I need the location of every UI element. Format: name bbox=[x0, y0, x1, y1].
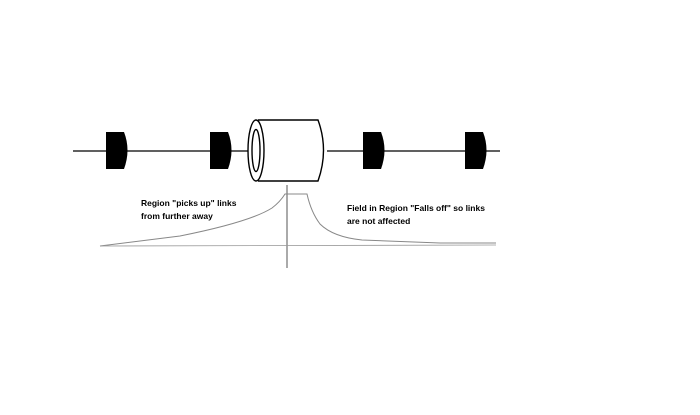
field-baseline bbox=[99, 244, 497, 247]
left-annotation-line-2: from further away bbox=[141, 211, 213, 221]
chain-link-block-1 bbox=[106, 132, 128, 169]
chain-link-block-3 bbox=[363, 132, 385, 169]
chain-link-block-2 bbox=[210, 132, 232, 169]
left-annotation-line-1: Region "picks up" links bbox=[141, 198, 237, 208]
right-annotation-line-1: Field in Region "Falls off" so links bbox=[347, 203, 485, 213]
chain-link-block-4 bbox=[465, 132, 487, 169]
left-region-annotation: Region "picks up" links from further awa… bbox=[141, 197, 236, 223]
right-annotation-line-2: are not affected bbox=[347, 216, 411, 226]
field-profile-curve bbox=[99, 193, 496, 247]
cylinder-sleeve-icon bbox=[247, 119, 327, 182]
right-region-annotation: Field in Region "Falls off" so links are… bbox=[347, 202, 485, 228]
